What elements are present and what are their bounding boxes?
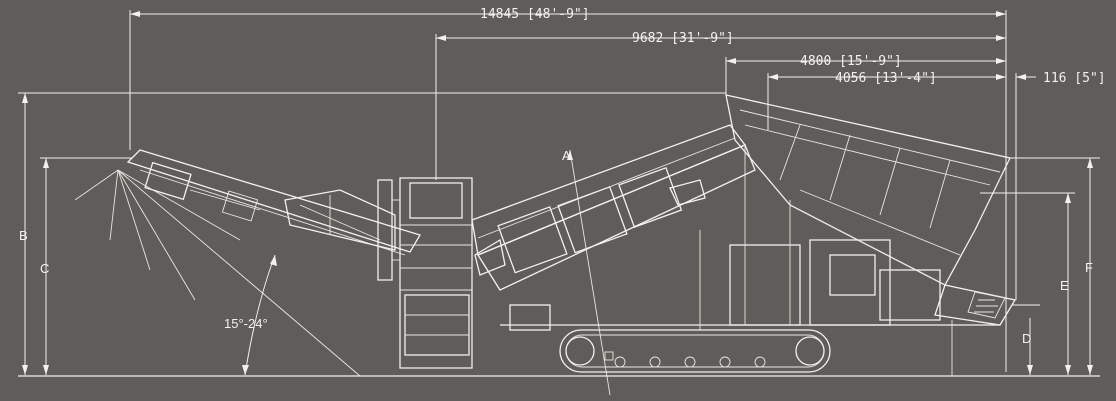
screen-box (725, 94, 1017, 326)
height-label-c: C (40, 261, 49, 276)
height-label-b: B (19, 228, 28, 243)
track-assembly (559, 329, 831, 373)
height-label-f: F (1085, 260, 1093, 275)
chassis (500, 145, 1000, 376)
height-label-e: E (1060, 278, 1069, 293)
height-dimension-lines (18, 92, 1100, 375)
discharge-conveyor (126, 149, 421, 256)
dim-offset: 116 [5"] (1043, 71, 1106, 86)
dim-length-2: 9682 [31'-9"] (632, 31, 734, 46)
feed-tower (377, 177, 473, 369)
section-label-a: A (562, 148, 571, 163)
dim-overall-length: 14845 [48'-9"] (480, 7, 590, 22)
angle-label: 15°-24° (224, 316, 268, 331)
dim-length-3: 4800 [15'-9"] (800, 54, 902, 69)
height-label-d: D (1022, 331, 1031, 346)
top-dimension-lines (129, 10, 1036, 372)
discharge-spray-lines (74, 169, 361, 377)
main-conveyor (471, 124, 756, 396)
dim-length-4: 4056 [13'-4"] (835, 71, 937, 86)
